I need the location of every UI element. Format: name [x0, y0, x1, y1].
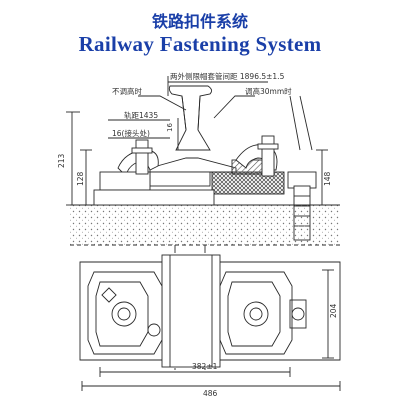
left-plan-assembly	[87, 271, 163, 355]
gauge16-label: 16(接头处)	[112, 128, 150, 138]
right-plan-bolt	[243, 301, 269, 327]
dim-213-label: 213	[57, 153, 66, 168]
right-anchor-plan	[289, 299, 307, 329]
rail-foot	[149, 157, 237, 173]
section-labels: 两外侧限帽套管间距 1896.5±1.5 不调高时 调高30mm时 轨距1435…	[57, 71, 332, 186]
raise-label: 调高30mm时	[245, 86, 292, 96]
dim-16-label: 16	[166, 123, 174, 132]
no-raise-label: 不调高时	[112, 86, 142, 96]
leader-no-raise	[138, 95, 187, 111]
dim-204-label: 204	[329, 303, 338, 318]
gauge-label: 轨距1435	[124, 110, 158, 120]
right-plan-assembly	[219, 271, 293, 355]
plan-outline	[79, 261, 341, 361]
plan-view	[79, 245, 341, 391]
right-bolt	[261, 135, 275, 177]
section-view	[66, 76, 340, 246]
track-bed	[70, 205, 340, 245]
leader-raise	[213, 95, 255, 119]
top-dimension-label: 两外侧限帽套管间距 1896.5±1.5	[170, 71, 285, 81]
title-english: Railway Fastening System	[78, 32, 322, 56]
left-bolt	[135, 139, 149, 175]
plan-labels: 382±1 486 204	[192, 303, 338, 398]
dim-148-label: 148	[323, 171, 332, 186]
rail-plan	[161, 254, 221, 368]
dim-382-label: 382±1	[192, 362, 218, 371]
dim-486-label: 486	[203, 389, 218, 398]
left-shoulder	[99, 171, 151, 191]
left-plan-bolt	[111, 301, 137, 327]
dim-128-label: 128	[76, 171, 85, 186]
left-plate	[149, 171, 211, 187]
title-chinese: 铁路扣件系统	[151, 12, 248, 31]
rail-profile	[168, 85, 213, 151]
